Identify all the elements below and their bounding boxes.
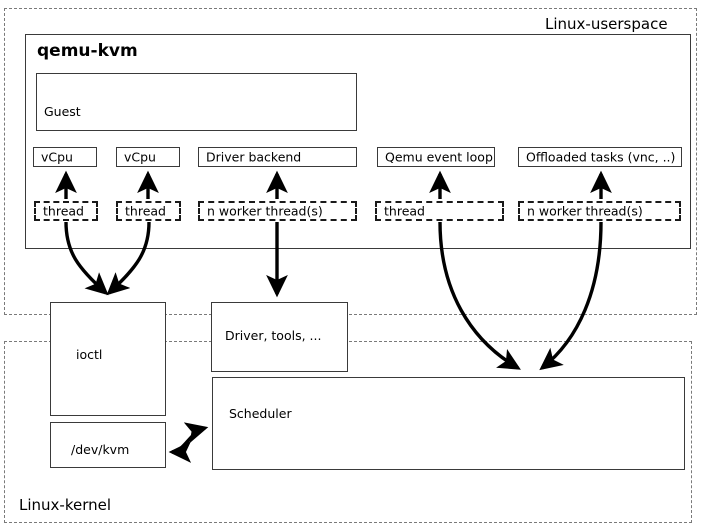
zone-linux-kernel [4,341,692,523]
thread-box-qemu-event-loop-label: thread [384,203,425,219]
kernel-box-ioctl: ioctl [50,302,166,416]
kernel-box-scheduler-label: Scheduler [229,406,292,421]
zone-linux-userspace [4,8,697,315]
qemu-kvm-title: qemu-kvm [37,41,138,61]
guest-label: Guest [44,104,81,119]
kernel-box-driver-tools: Driver, tools, ... [211,302,348,372]
thread-box-driver-backend: n worker thread(s) [198,201,357,221]
thread-box-qemu-event-loop: thread [375,201,504,221]
kernel-box-driver-tools-label: Driver, tools, ... [225,328,322,343]
component-vcpu-2-label: vCpu [124,149,156,165]
thread-box-vcpu-2-label: thread [125,203,166,219]
component-qemu-event-loop: Qemu event loop [377,147,495,167]
thread-box-vcpu-2: thread [116,201,181,221]
kernel-box-ioctl-label: ioctl [76,347,103,362]
component-driver-backend-label: Driver backend [206,149,302,165]
thread-box-offloaded-tasks: n worker thread(s) [518,201,681,221]
label-linux-userspace: Linux-userspace [545,15,668,33]
kernel-box-dev-kvm: /dev/kvm [50,422,166,468]
component-vcpu-1: vCpu [33,147,97,167]
component-qemu-event-loop-label: Qemu event loop [385,149,493,165]
thread-box-vcpu-1: thread [34,201,98,221]
component-offloaded-tasks-label: Offloaded tasks (vnc, ..) [526,149,676,165]
thread-box-offloaded-tasks-label: n worker thread(s) [527,203,643,219]
component-offloaded-tasks: Offloaded tasks (vnc, ..) [518,147,682,167]
thread-box-driver-backend-label: n worker thread(s) [207,203,323,219]
label-linux-kernel: Linux-kernel [19,496,112,514]
kernel-box-scheduler: Scheduler [212,377,685,470]
component-vcpu-1-label: vCpu [41,149,73,165]
guest-box: Guest [36,73,357,131]
thread-box-vcpu-1-label: thread [43,203,84,219]
component-vcpu-2: vCpu [116,147,180,167]
kernel-box-dev-kvm-label: /dev/kvm [71,442,130,457]
component-driver-backend: Driver backend [198,147,357,167]
